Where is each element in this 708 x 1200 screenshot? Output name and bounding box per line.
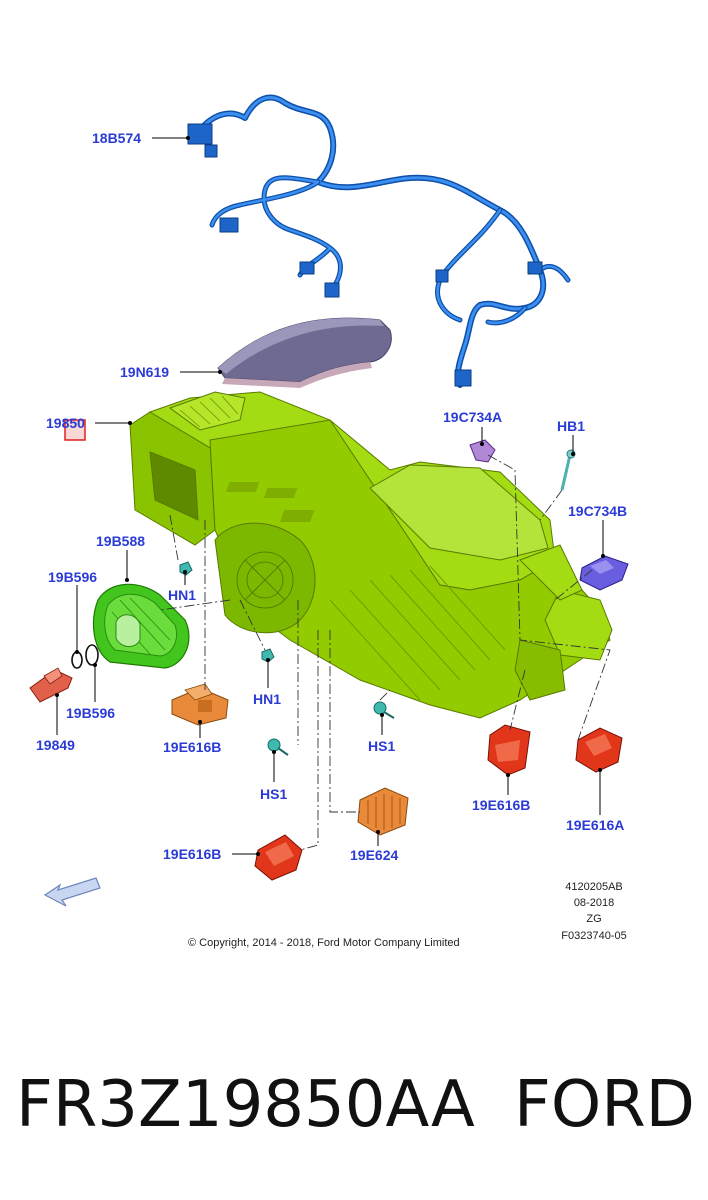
insulator-pad bbox=[217, 317, 392, 388]
callout-19E616A: 19E616A bbox=[566, 817, 624, 833]
wiring-harness bbox=[187, 94, 571, 388]
callout-19B596-top: 19B596 bbox=[48, 569, 97, 585]
hvac-housing bbox=[129, 391, 613, 719]
brand-name: FORD bbox=[514, 1068, 695, 1142]
sensor-19849 bbox=[29, 667, 73, 703]
bolt-HB1 bbox=[560, 449, 576, 491]
sensor-19C734B bbox=[579, 555, 629, 591]
callout-HN1-left: HN1 bbox=[168, 587, 196, 603]
assembly-lines bbox=[159, 454, 611, 851]
callout-HN1-center: HN1 bbox=[253, 691, 281, 707]
leader-lines bbox=[55, 136, 605, 856]
nut-HN1-b bbox=[261, 648, 275, 663]
callout-19E616B-right: 19E616B bbox=[472, 797, 530, 813]
callout-HS1-left: HS1 bbox=[260, 786, 287, 802]
callout-19850: 19850 bbox=[46, 415, 85, 431]
actuator-19E616B-bottom bbox=[254, 834, 303, 881]
part-number: FR3Z19850AA bbox=[16, 1068, 475, 1142]
callout-19B588: 19B588 bbox=[96, 533, 145, 549]
callout-19E616B-bottom: 19E616B bbox=[163, 846, 221, 862]
actuator-19E616B-left bbox=[171, 683, 229, 726]
ref-zone: ZG bbox=[586, 913, 601, 925]
callout-19E616B-left: 19E616B bbox=[163, 739, 221, 755]
ref-date: 08-2018 bbox=[574, 897, 614, 909]
screw-HS1-b bbox=[373, 701, 395, 719]
direction-arrow-icon bbox=[43, 877, 101, 907]
screw-HS1-a bbox=[267, 738, 289, 756]
callout-19E624: 19E624 bbox=[350, 847, 398, 863]
actuator-19E616A bbox=[575, 727, 623, 773]
callout-HB1: HB1 bbox=[557, 418, 585, 434]
callout-labels: 18B574 19N619 19850 19C734A HB1 19C734B … bbox=[36, 130, 627, 863]
callout-19B596-bottom: 19B596 bbox=[66, 705, 115, 721]
callout-HS1-right: HS1 bbox=[368, 738, 395, 754]
callout-19849: 19849 bbox=[36, 737, 75, 753]
ref-code: 4120205AB bbox=[565, 881, 623, 893]
part-footer: FR3Z19850AA FORD bbox=[0, 1060, 708, 1170]
highlight-box bbox=[64, 419, 86, 441]
actuator-19E616B-right bbox=[487, 724, 531, 776]
hvac-exploded-diagram: 18B574 19N619 19850 19C734A HB1 19C734B … bbox=[29, 94, 629, 949]
callout-19C734B: 19C734B bbox=[568, 503, 627, 519]
callout-19N619: 19N619 bbox=[120, 364, 169, 380]
callout-18B574: 18B574 bbox=[92, 130, 141, 146]
ref-figure: F0323740-05 bbox=[561, 930, 626, 942]
reference-block: 4120205AB 08-2018 ZG F0323740-05 bbox=[561, 881, 626, 942]
copyright: © Copyright, 2014 - 2018, Ford Motor Com… bbox=[188, 937, 460, 949]
blower-resistor-19E624 bbox=[357, 787, 409, 836]
callout-19C734A: 19C734A bbox=[443, 409, 502, 425]
nut-HN1-a bbox=[179, 561, 193, 576]
blower-filter bbox=[92, 583, 190, 669]
